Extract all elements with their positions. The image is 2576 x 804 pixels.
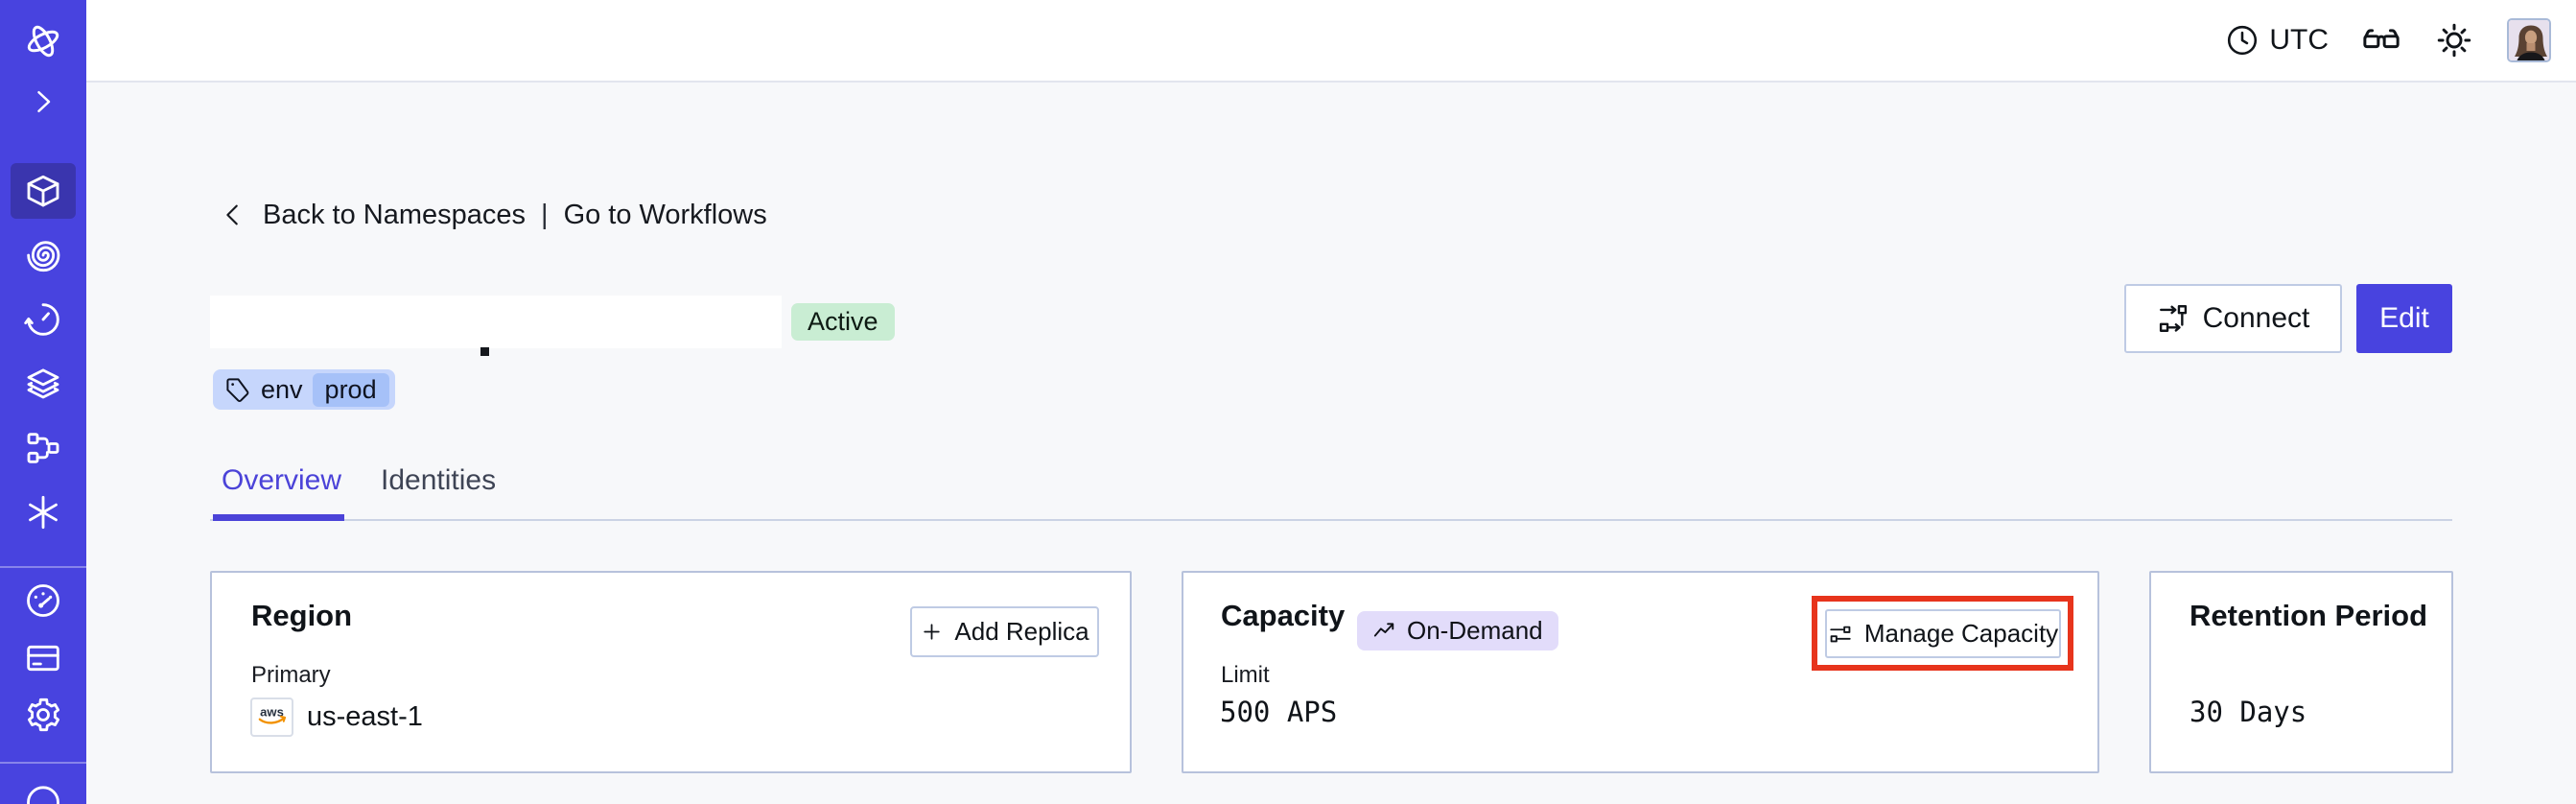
on-demand-label: On-Demand xyxy=(1407,616,1543,645)
svg-text:aws: aws xyxy=(260,705,284,720)
edit-label: Edit xyxy=(2379,302,2429,334)
connect-button[interactable]: Connect xyxy=(2124,284,2342,353)
tab-overview[interactable]: Overview xyxy=(222,464,342,496)
sidebar-item-billing[interactable] xyxy=(11,634,76,683)
sidebar-item-batch-operations[interactable] xyxy=(11,420,76,476)
limit-label: Limit xyxy=(1221,662,1270,688)
tabs-bottom-border xyxy=(210,519,2452,521)
manage-capacity-button[interactable]: Manage Capacity xyxy=(1825,609,2061,658)
sidebar-item-usage[interactable] xyxy=(11,577,76,626)
breadcrumb-back-link[interactable]: Back to Namespaces xyxy=(263,199,527,230)
gear-icon xyxy=(27,698,60,732)
glasses-icon xyxy=(2363,29,2400,49)
clock-icon xyxy=(2228,25,2258,56)
connect-flow-icon xyxy=(2159,305,2187,332)
add-replica-button[interactable]: Add Replica xyxy=(910,606,1099,657)
cube-icon xyxy=(27,175,59,207)
breadcrumb: Back to Namespaces | Go to Workflows xyxy=(219,195,767,235)
retention-card: Retention Period 30 Days xyxy=(2149,571,2453,773)
tag-icon xyxy=(226,378,249,402)
sidebar-item-schedules[interactable] xyxy=(11,292,76,347)
gauge-icon xyxy=(27,584,59,618)
sidebar-item-support[interactable] xyxy=(11,775,76,804)
sidebar-item-settings[interactable] xyxy=(11,691,76,740)
status-badge: Active xyxy=(791,303,895,341)
trending-up-icon xyxy=(1373,623,1394,637)
asterisk-icon xyxy=(29,495,58,530)
timezone-selector[interactable]: UTC xyxy=(2225,23,2329,58)
topbar: UTC xyxy=(86,0,2576,83)
tag-value-chip: prod xyxy=(312,372,389,407)
branch-icon xyxy=(27,433,59,463)
sidebar-divider xyxy=(0,761,86,764)
labs-glasses-button[interactable] xyxy=(2361,20,2401,60)
spiral-icon xyxy=(27,241,60,272)
capacity-card: Capacity On-Demand Manage Capacity Limit… xyxy=(1182,571,2099,773)
region-card-title: Region xyxy=(251,599,353,632)
theme-toggle-button[interactable] xyxy=(2434,20,2474,60)
connect-label: Connect xyxy=(2202,302,2310,334)
region-card: Region Add Replica Primary aws us-east-1 xyxy=(210,571,1132,773)
plus-icon xyxy=(924,624,941,640)
active-tab-underline xyxy=(213,514,344,521)
sidebar-expand-icon[interactable] xyxy=(26,84,60,119)
capacity-card-title: Capacity xyxy=(1221,599,1346,632)
temporal-logo-icon[interactable] xyxy=(23,21,63,61)
timezone-label: UTC xyxy=(2269,24,2329,56)
on-demand-badge: On-Demand xyxy=(1357,611,1558,650)
sun-icon xyxy=(2437,23,2471,58)
edit-button[interactable]: Edit xyxy=(2356,284,2452,353)
namespace-title-redacted xyxy=(210,296,782,348)
add-replica-label: Add Replica xyxy=(954,617,1089,646)
retention-value: 30 Days xyxy=(2190,696,2307,728)
sidebar-divider xyxy=(0,566,86,568)
sliders-icon xyxy=(1830,626,1851,642)
breadcrumb-separator: | xyxy=(541,199,549,230)
sidebar-item-namespaces[interactable] xyxy=(11,163,76,219)
tag-key: env xyxy=(261,374,303,404)
layers-icon xyxy=(27,368,59,399)
sidebar-item-nexus[interactable] xyxy=(11,485,76,540)
support-circle-icon xyxy=(27,786,59,804)
aws-logo-icon: aws xyxy=(250,698,293,737)
credit-card-icon xyxy=(27,645,59,671)
manage-capacity-label: Manage Capacity xyxy=(1863,619,2059,648)
retention-card-title: Retention Period xyxy=(2190,599,2428,632)
sidebar-item-deployments[interactable] xyxy=(11,356,76,412)
region-value-row: aws us-east-1 xyxy=(250,698,423,737)
chevron-left-icon[interactable] xyxy=(219,201,247,229)
primary-label: Primary xyxy=(251,662,331,688)
sidebar xyxy=(0,0,86,804)
schedule-clock-icon xyxy=(24,303,59,336)
sidebar-nav xyxy=(11,163,76,549)
env-tag[interactable]: env prod xyxy=(213,369,395,410)
user-avatar[interactable] xyxy=(2507,18,2551,62)
breadcrumb-goto-workflows-link[interactable]: Go to Workflows xyxy=(563,199,767,230)
capacity-limit-value: 500 APS xyxy=(1220,696,1338,728)
sidebar-item-workflows[interactable] xyxy=(11,227,76,283)
tab-identities[interactable]: Identities xyxy=(381,464,497,496)
redaction-artifact xyxy=(480,347,489,356)
region-value: us-east-1 xyxy=(307,701,423,732)
